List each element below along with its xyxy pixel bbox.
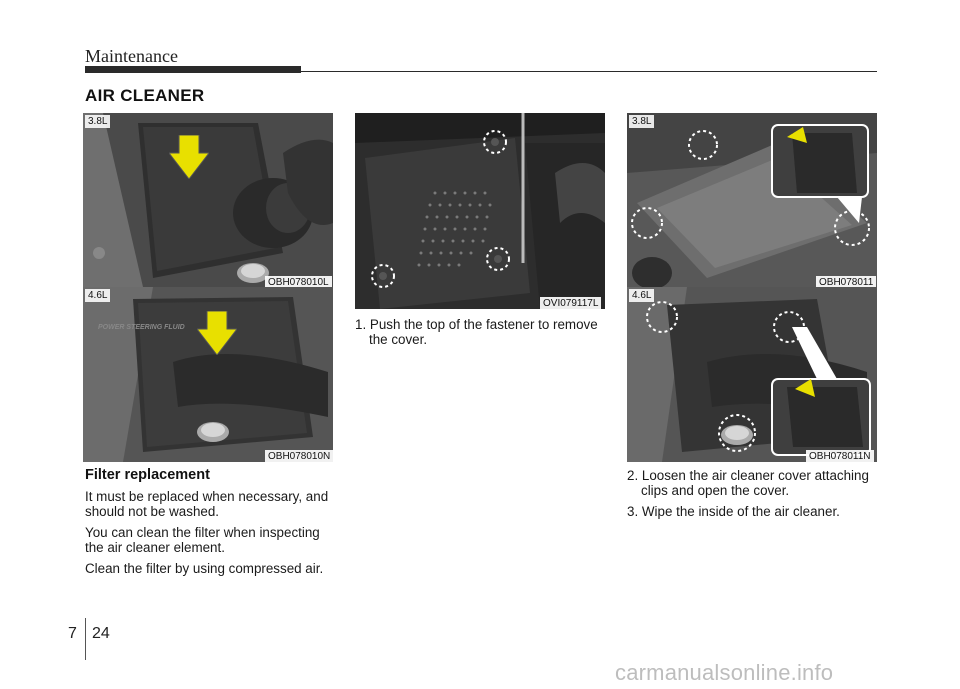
clip-dashed-circle: [834, 210, 870, 246]
figure-3-8l-air-cleaner-photo: [83, 113, 333, 287]
running-header-title: Maintenance: [85, 46, 178, 66]
air-cleaner-clips-illustration: [627, 287, 877, 462]
fastener-dashed-circle: [486, 247, 510, 271]
engine-label-3-8l: 3.8L: [85, 115, 111, 128]
engine-bay-illustration: [83, 113, 333, 287]
step-2: 2. Loosen the air cleaner cover attachin…: [627, 468, 869, 498]
engine-bay-illustration: POWER STEERING FLUID: [83, 287, 333, 462]
engine-label-4-6l: 4.6L: [629, 289, 655, 302]
clip-dashed-circle: [688, 130, 718, 160]
filter-replacement-heading: Filter replacement: [85, 467, 210, 483]
paragraph: You can clean the filter when inspecting…: [85, 525, 320, 555]
step-list-right: 2. Loosen the air cleaner cover attachin…: [627, 468, 879, 525]
figure-3-8l-clips-photo: [627, 113, 877, 287]
engine-label-3-8l: 3.8L: [629, 115, 655, 128]
paragraph: It must be replaced when necessary, and …: [85, 489, 329, 519]
figure-4-6l-air-cleaner-photo: POWER STEERING FLUID: [83, 287, 333, 462]
step-3: 3. Wipe the inside of the air cleaner.: [627, 504, 840, 519]
figure-4-6l-clips-photo: [627, 287, 877, 462]
figure-code: OBH078010N: [265, 450, 334, 463]
chapter-number: 7: [68, 625, 77, 642]
figure-cover-fasteners-photo: [355, 113, 605, 309]
engine-cover-illustration: [355, 113, 605, 309]
step-1: 1. Push the top of the fastener to remov…: [355, 317, 598, 347]
clip-dashed-circle: [631, 207, 663, 239]
step-list-middle: 1. Push the top of the fastener to remov…: [355, 317, 607, 353]
paragraph: Clean the filter by using compressed air…: [85, 561, 324, 576]
figure-code: OBH078011N: [806, 450, 874, 463]
yellow-arrow-icon: [169, 135, 209, 179]
clip-dashed-circle: [718, 414, 756, 452]
header-rule: [301, 71, 877, 72]
clip-dashed-circle: [646, 301, 678, 333]
figure-code: OVI079117L: [540, 297, 602, 310]
yellow-arrow-icon: [197, 311, 237, 355]
section-title: AIR CLEANER: [85, 86, 205, 105]
header-bar: [85, 66, 301, 73]
watermark: carmanualsonline.info: [615, 660, 834, 685]
engine-label-4-6l: 4.6L: [85, 289, 111, 302]
figure-code: OBH078011: [816, 276, 877, 289]
cover-vent-grid: [417, 191, 492, 267]
fastener-dashed-circle: [371, 264, 395, 288]
figure-code: OBH078010L: [265, 276, 332, 289]
air-cleaner-clips-illustration: [627, 113, 877, 287]
filter-replacement-section: Filter replacement It must be replaced w…: [85, 468, 335, 582]
page-number: 24: [92, 625, 110, 642]
clip-dashed-circle: [773, 311, 805, 343]
fastener-dashed-circle: [483, 130, 507, 154]
footer-divider: [85, 618, 86, 660]
power-steering-label: POWER STEERING FLUID: [98, 324, 185, 331]
